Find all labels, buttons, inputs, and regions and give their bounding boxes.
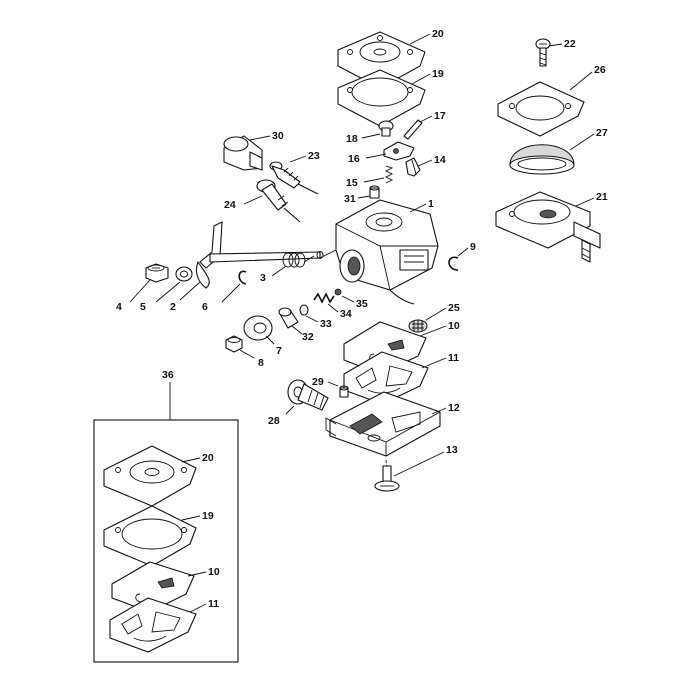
label-1: 1 [428, 198, 434, 210]
label-11: 11 [448, 352, 459, 364]
label-31: 31 [344, 193, 356, 205]
label-9: 9 [470, 241, 476, 253]
label-33: 33 [320, 318, 332, 330]
label-6: 6 [202, 301, 208, 313]
part-3-torsion-spring [282, 252, 315, 268]
part-31-plug [369, 185, 380, 199]
part-35-ball [334, 288, 342, 296]
label-12: 12 [448, 402, 460, 414]
label-25: 25 [448, 302, 460, 314]
label-15: 15 [346, 177, 358, 189]
part-26-gasket [497, 81, 585, 137]
label-19: 19 [432, 68, 444, 80]
label-26: 26 [594, 64, 606, 76]
label-35: 35 [356, 298, 368, 310]
label-34: 34 [340, 308, 352, 320]
label-5: 5 [140, 301, 146, 313]
part-15-spring [384, 165, 394, 184]
part-21-primer-housing [495, 191, 601, 263]
label-14: 14 [434, 154, 446, 166]
part-14-inlet-needle [405, 157, 421, 177]
label-32: 32 [302, 331, 314, 343]
kit-label-10: 10 [208, 566, 220, 578]
part-17-pin [403, 119, 423, 140]
label-24: 24 [224, 199, 236, 211]
kit-part-11-gasket [109, 597, 197, 653]
part-6-circlip [238, 270, 247, 285]
part-9-circlip [448, 256, 459, 271]
part-34-spring [313, 292, 335, 304]
label-2: 2 [170, 301, 176, 313]
label-20: 20 [432, 28, 444, 40]
label-36: 36 [162, 369, 174, 381]
label-7: 7 [276, 345, 282, 357]
part-33-o-ring [299, 304, 309, 316]
part-29-valve [339, 385, 349, 398]
label-29: 29 [312, 376, 324, 388]
kit-part-19-gasket [103, 505, 197, 567]
part-7-valve-disc [243, 315, 273, 341]
part-1-carburetor-body [319, 199, 439, 305]
part-36-repair-kit: 36 20 19 10 [93, 369, 239, 663]
part-28-fitting [287, 379, 329, 411]
label-8: 8 [258, 357, 264, 369]
part-16-lever [383, 141, 415, 161]
label-23: 23 [308, 150, 320, 162]
part-2-throttle-shaft [195, 221, 324, 289]
kit-label-11: 11 [208, 598, 219, 610]
part-19-gasket [337, 69, 426, 127]
label-18: 18 [346, 133, 358, 145]
part-32-plug [278, 307, 299, 329]
part-4-screw [145, 263, 169, 283]
label-10: 10 [448, 320, 460, 332]
part-24-adjusting-screw [256, 179, 301, 223]
part-23-adjusting-screw [269, 161, 319, 195]
kit-label-20: 20 [202, 452, 214, 464]
label-13: 13 [446, 444, 458, 456]
kit-part-20-cover-plate [103, 445, 197, 507]
label-28: 28 [268, 415, 280, 427]
label-16: 16 [348, 153, 360, 165]
label-3: 3 [260, 272, 266, 284]
kit-label-19: 19 [202, 510, 214, 522]
part-13-screw [374, 459, 400, 492]
part-27-primer-bulb [509, 144, 575, 175]
kit-part-10-diaphragm [111, 561, 195, 613]
part-25-strainer [408, 319, 428, 333]
part-8-screw [225, 335, 243, 353]
part-20-cover-plate [337, 31, 426, 89]
label-17: 17 [434, 110, 446, 122]
label-4: 4 [116, 301, 122, 313]
kit-frame [93, 419, 239, 663]
part-18-screw [378, 120, 394, 137]
label-22: 22 [564, 38, 576, 50]
part-22-screw [535, 38, 551, 67]
label-30: 30 [272, 130, 284, 142]
part-12-cover [325, 391, 441, 457]
part-5-washer [175, 266, 193, 282]
part-30-cap [223, 135, 263, 171]
label-21: 21 [596, 191, 608, 203]
label-27: 27 [596, 127, 608, 139]
